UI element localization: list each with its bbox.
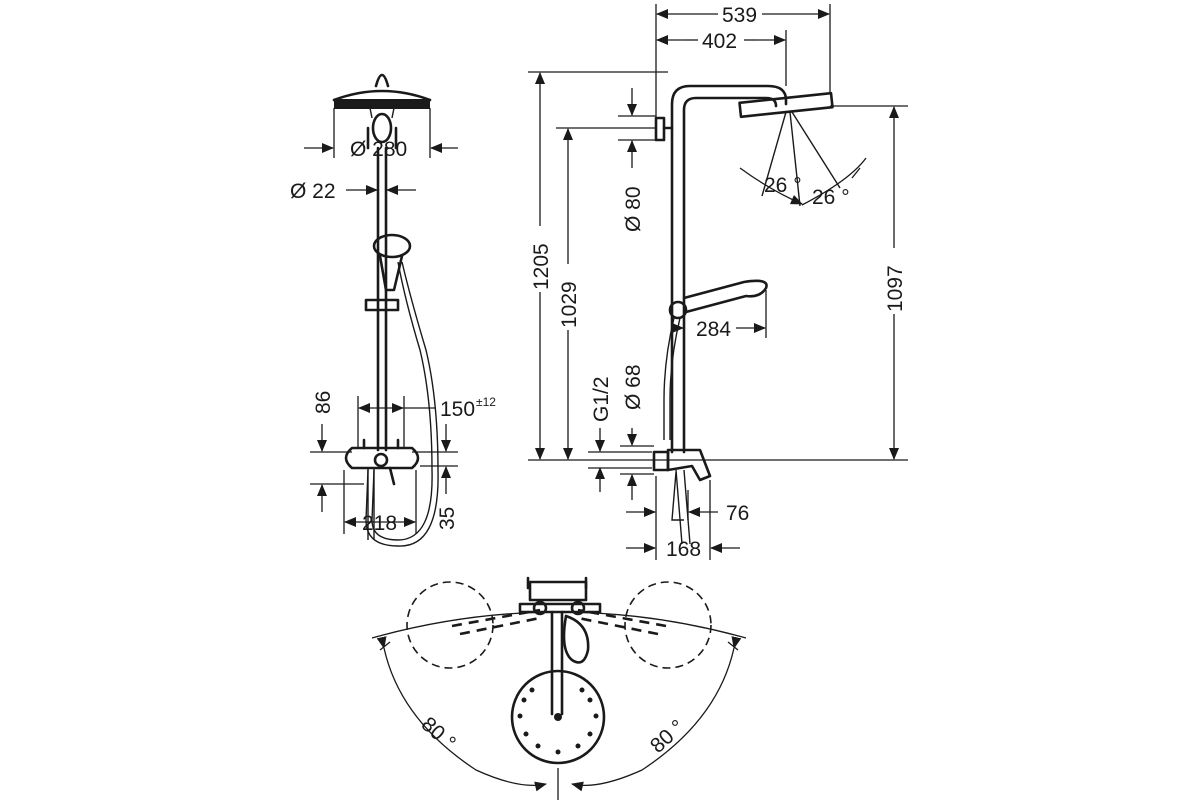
label-hand-shower-284: 284 <box>696 318 731 341</box>
label-angle-right: 26 ° <box>812 186 850 209</box>
dim-pipe-diameter: Ø 22 <box>290 180 416 203</box>
spray-angle: 26 ° 26 ° <box>739 111 867 209</box>
thermostat-mixer-side <box>652 448 712 545</box>
dim-height-1205: 1205 <box>528 71 668 460</box>
label-swivel-left: 80 ° <box>417 713 460 755</box>
label-swivel-right: 80 ° <box>646 715 689 757</box>
label-reach-402: 402 <box>702 30 737 53</box>
label-flange-diameter: Ø 68 <box>622 364 645 410</box>
dim-height-1097: 1097 <box>830 105 908 460</box>
label-depth-168: 168 <box>666 538 701 561</box>
dim-flange-diameter: Ø 68 <box>620 364 654 500</box>
label-spacing-tolerance: ±12 <box>476 395 496 409</box>
front-view: Ø 280 Ø 22 86 150 ±12 <box>290 73 496 547</box>
label-pipe-diameter: Ø 22 <box>290 180 336 203</box>
hand-shower-front <box>364 233 439 547</box>
top-view: 80 ° 80 ° <box>371 576 747 800</box>
dim-holder-diameter: Ø 80 <box>618 88 656 232</box>
dim-spacing-150: 150 ±12 <box>357 395 496 448</box>
label-head-diameter: Ø 280 <box>350 138 407 161</box>
mixer-top <box>518 576 602 716</box>
hand-shower-side <box>663 279 768 440</box>
label-angle-left: 26 ° <box>764 174 802 197</box>
label-holder-diameter: Ø 80 <box>622 186 645 232</box>
label-height-35: 35 <box>436 507 459 530</box>
dim-head-diameter: Ø 280 <box>304 108 458 161</box>
dim-height-86: 86 <box>310 391 364 512</box>
label-thread: G1/2 <box>590 376 613 422</box>
swing-position-right <box>624 581 712 669</box>
swing-position-left <box>406 581 494 669</box>
dim-thread: G1/2 <box>588 376 652 492</box>
overhead-shower-head <box>332 73 432 150</box>
overhead-disk-top <box>510 669 606 765</box>
label-height-1029: 1029 <box>558 281 581 328</box>
side-view: 26 ° 26 ° 539 <box>528 4 908 561</box>
dim-reach-402: 402 <box>656 30 787 86</box>
dim-height-1029: 1029 <box>556 127 656 460</box>
label-height-86: 86 <box>312 391 335 414</box>
dim-width-218: 218 <box>343 470 417 535</box>
label-spacing-150: 150 <box>440 398 475 421</box>
dim-depth-168: 168 <box>626 480 740 561</box>
label-height-1097: 1097 <box>884 265 907 312</box>
riser-and-arm <box>654 84 834 454</box>
dim-reach-539: 539 <box>655 4 831 118</box>
dim-hand-shower-284: 284 <box>672 290 767 341</box>
dim-height-35: 35 <box>412 424 459 530</box>
label-height-1205: 1205 <box>530 243 553 290</box>
dim-depth-76: 76 <box>626 476 749 560</box>
label-width-218: 218 <box>362 512 397 535</box>
label-reach-539: 539 <box>722 4 757 27</box>
label-depth-76: 76 <box>726 502 749 525</box>
